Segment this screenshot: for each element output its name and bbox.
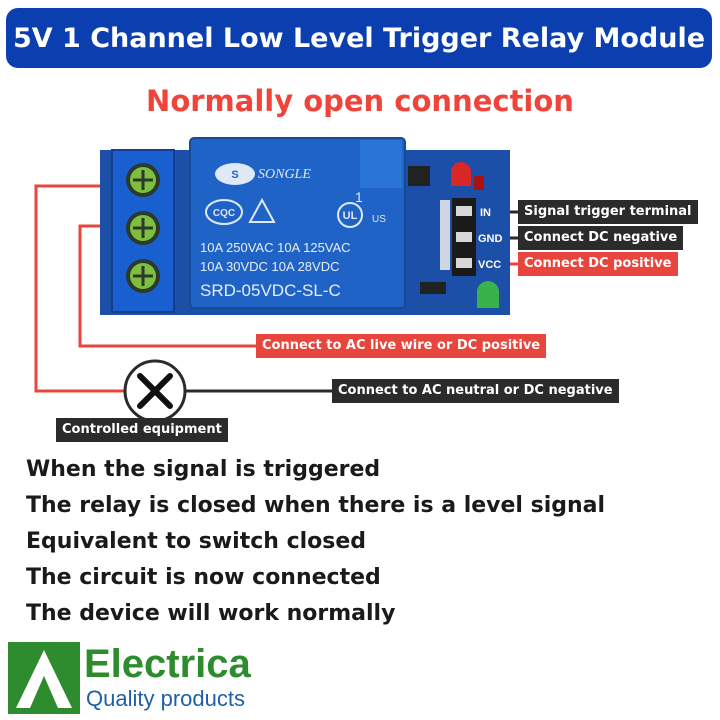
equipment-wire bbox=[34, 184, 124, 393]
relay-rating-line1: 10A 250VAC 10A 125VAC bbox=[200, 240, 351, 255]
description-line: Equivalent to switch closed bbox=[26, 529, 367, 554]
description-line: The device will work normally bbox=[26, 601, 396, 626]
signal-trigger-label: Signal trigger terminal bbox=[518, 200, 698, 224]
subtitle: Normally open connection bbox=[146, 84, 574, 118]
controlled-equipment-label: Controlled equipment bbox=[56, 418, 228, 442]
pin-gnd-label: GND bbox=[478, 233, 503, 245]
equipment-symbol bbox=[123, 359, 187, 423]
power-led bbox=[451, 162, 484, 190]
status-led bbox=[477, 281, 499, 308]
songle-logo: S bbox=[215, 163, 255, 185]
ac-neutral-label: Connect to AC neutral or DC negative bbox=[332, 379, 619, 403]
pin-in-label: IN bbox=[480, 207, 491, 219]
relay-brand: SONGLE bbox=[258, 167, 311, 182]
title-banner: 5V 1 Channel Low Level Trigger Relay Mod… bbox=[6, 8, 712, 68]
brand-name: Electrica bbox=[84, 642, 251, 686]
description-line: The circuit is now connected bbox=[26, 565, 381, 590]
relay-model: SRD-05VDC-SL-C bbox=[200, 281, 341, 300]
description-line: The relay is closed when there is a leve… bbox=[26, 493, 606, 518]
pin-vcc-label: VCC bbox=[478, 259, 501, 271]
page-title: 5V 1 Channel Low Level Trigger Relay Mod… bbox=[12, 22, 706, 54]
dc-positive-label: Connect DC positive bbox=[518, 252, 678, 276]
cqc-mark: CQC bbox=[205, 199, 243, 225]
svg-text:S: S bbox=[231, 169, 238, 181]
dc-negative-label: Connect DC negative bbox=[518, 226, 684, 250]
svg-text:CQC: CQC bbox=[213, 208, 235, 219]
warning-triangle-icon bbox=[248, 197, 276, 223]
svg-text:US: US bbox=[372, 214, 386, 225]
diode bbox=[420, 282, 446, 294]
brand-logo-icon bbox=[8, 642, 80, 714]
ul-mark: UL US bbox=[337, 202, 386, 228]
brand-tagline: Quality products bbox=[86, 686, 245, 711]
svg-text:UL: UL bbox=[343, 210, 358, 222]
terminal-screw-com bbox=[126, 211, 160, 245]
description-line: When the signal is triggered bbox=[26, 457, 381, 482]
description: When the signal is triggered The relay i… bbox=[26, 452, 716, 632]
transistor bbox=[408, 166, 430, 186]
relay-module: S SONGLE 1 CQC UL US 10A 250VAC 10A 125V… bbox=[100, 137, 510, 315]
relay-rating-line2: 10A 30VDC 10A 28VDC bbox=[200, 259, 339, 274]
terminal-screw-no bbox=[126, 259, 160, 293]
header-pins bbox=[452, 198, 476, 276]
live-wire bbox=[78, 224, 258, 348]
terminal-screw-nc bbox=[126, 163, 160, 197]
ac-live-label: Connect to AC live wire or DC positive bbox=[256, 334, 547, 358]
relay-channel-number: 1 bbox=[355, 189, 363, 205]
